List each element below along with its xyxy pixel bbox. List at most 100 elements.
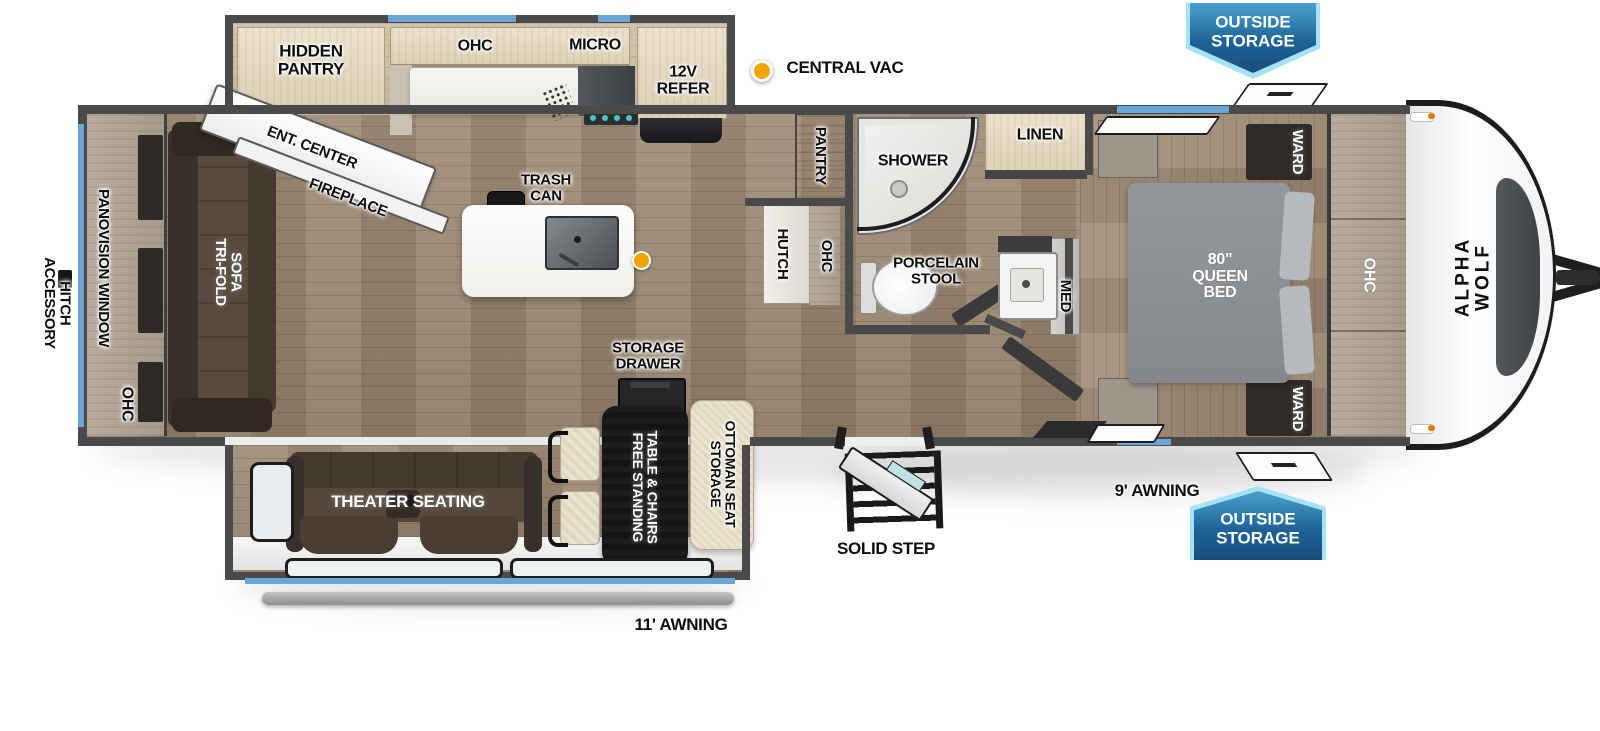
burner-icon	[626, 115, 632, 121]
awning-front-label: 9' AWNING	[1114, 481, 1200, 501]
hall-ohc-label: OHC	[817, 239, 835, 273]
storage-door-handle	[1266, 92, 1294, 96]
front-cap-window	[1496, 178, 1540, 376]
tri-fold-sofa-label: TRI-FOLD SOFA	[212, 238, 245, 306]
hidden-pantry-label: HIDDEN PANTRY	[277, 41, 345, 78]
outside-storage-label-bottom: OUTSIDE STORAGE	[1216, 509, 1300, 547]
top-wall	[78, 105, 1410, 114]
bedroom-top-window	[1093, 116, 1221, 135]
rear-cabinet-door	[138, 135, 163, 220]
hutch-label: HUTCH	[773, 228, 791, 280]
cabinet-seam	[1327, 330, 1410, 332]
storage-door-handle	[1270, 463, 1298, 467]
hall-ohc-cabinet	[810, 205, 840, 305]
trash-can-label: TRASH CAN	[520, 171, 572, 204]
table-label: FREE STANDING TABLE & CHAIRS	[630, 430, 661, 544]
queen-bed	[1128, 183, 1290, 383]
cupholder	[405, 495, 416, 506]
burner-icon	[614, 115, 620, 121]
awning-rear-label: 11' AWNING	[634, 615, 728, 635]
vanity-upper	[998, 236, 1052, 252]
panovision-window-label: PANOVISION WINDOW	[94, 189, 112, 347]
bath-wall-left	[845, 113, 853, 334]
bedroom-top-window-glass	[1117, 106, 1229, 113]
ward-bottom-label: WARD	[1288, 386, 1306, 432]
chair-arm-2	[548, 495, 568, 547]
free-standing-table	[602, 406, 688, 566]
refer-cabinet	[637, 27, 727, 119]
storage-drawer-handle	[630, 382, 670, 388]
bedroom-ohc-cabinet	[1327, 114, 1410, 436]
sofa-seat	[198, 134, 252, 422]
central-vac-icon	[751, 60, 773, 82]
panovision-window-glass	[78, 124, 84, 427]
bath-sink-drain	[1022, 280, 1030, 288]
theater-footrest-right	[420, 516, 518, 554]
wardrobe-bottom	[1246, 380, 1312, 436]
entry-door-opening	[845, 437, 930, 446]
brand-logo: ALPHA WOLF	[1452, 236, 1493, 318]
island-sink	[545, 216, 619, 270]
refer-label: 12V REFER	[656, 63, 710, 97]
pantry-cabinet	[795, 113, 847, 200]
linen-cabinet-edge	[985, 170, 1087, 179]
refrigerator-face	[640, 118, 722, 143]
micro-label: MICRO	[569, 36, 621, 54]
wardrobe-top	[1246, 124, 1312, 180]
bed-pillow-bottom	[1278, 285, 1316, 375]
rear-cabinet-door	[138, 362, 163, 422]
cupholder	[390, 495, 401, 506]
bath-wall-right	[1065, 238, 1073, 334]
kitchen-window-glass	[388, 15, 516, 22]
ward-top-label: WARD	[1288, 129, 1306, 175]
bedroom-ohc-label: OHC	[1360, 257, 1378, 293]
linen-bedroom-wall	[1085, 113, 1093, 175]
slide-end-window	[250, 462, 294, 542]
kitchen-ohc-label: OHC	[457, 37, 493, 55]
toilet-bowl	[872, 258, 938, 316]
awning-roller-rear	[262, 592, 734, 605]
accessory-hitch-label: ACCESSORY HITCH	[41, 257, 74, 349]
theater-seating-label: THEATER SEATING	[331, 492, 485, 512]
accessory-hitch-mount	[58, 270, 72, 288]
pantry-label: PANTRY	[811, 126, 829, 186]
med-label: MED	[1056, 279, 1074, 313]
marker-light-bottom-lens	[1428, 425, 1435, 431]
slide-bottom-window-1	[285, 558, 503, 579]
linen-label: LINEN	[1016, 126, 1064, 144]
kitchen-ohc-cabinet	[390, 27, 630, 67]
bed-pillow-top	[1278, 191, 1316, 281]
theater-back	[290, 452, 538, 492]
marker-light-top-lens	[1428, 113, 1435, 119]
kitchen-window-glass-2	[598, 15, 630, 22]
slide-window-glass	[245, 578, 735, 584]
solid-step-label: SOLID STEP	[836, 539, 936, 559]
rear-cabinet-door	[138, 248, 163, 333]
theater-footrest-left	[300, 516, 398, 554]
cabinet-seam	[1327, 218, 1410, 220]
central-vac-outlet-icon	[632, 251, 651, 270]
storage-drawer-label: STORAGE DRAWER	[612, 339, 684, 372]
outside-storage-label-top: OUTSIDE STORAGE	[1211, 12, 1295, 50]
burner-icon	[590, 115, 596, 121]
sofa-front	[248, 142, 276, 414]
burner-icon	[602, 115, 608, 121]
queen-bed-label: 80" QUEEN BED	[1192, 251, 1248, 302]
bottom-wall-mid	[750, 437, 845, 446]
central-vac-label: CENTRAL VAC	[786, 58, 904, 78]
shower-label: SHOWER	[877, 152, 949, 170]
sink-drain	[574, 236, 581, 243]
slide-bottom-window-2	[510, 558, 714, 579]
sofa-armrest-bottom	[172, 398, 272, 432]
ottoman-label: STORAGE OTTOMAN SEAT	[708, 420, 739, 528]
hutch	[763, 205, 810, 304]
porcelain-stool-label: PORCELAIN STOOL	[893, 254, 979, 287]
bath-wall-bottom	[845, 325, 990, 334]
rear-ohc-label: OHC	[118, 386, 136, 422]
counter-end-panel	[390, 65, 412, 135]
shower-drain	[890, 180, 908, 198]
bedroom-bottom-window	[1086, 424, 1166, 443]
hitch-coupler	[1556, 270, 1600, 285]
theater-arm-right	[524, 456, 542, 552]
